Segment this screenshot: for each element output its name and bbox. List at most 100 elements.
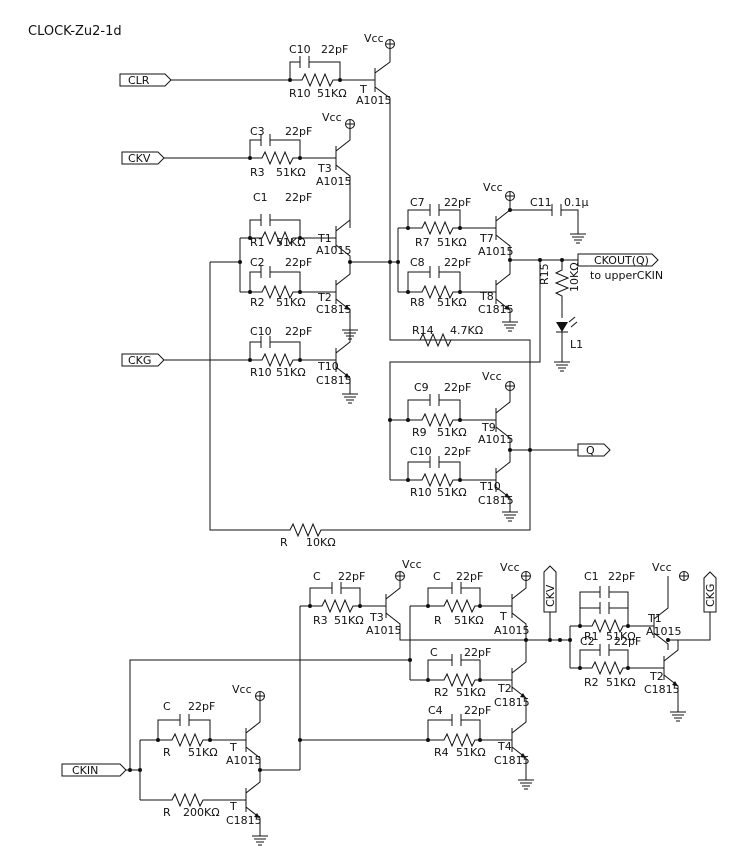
svg-text:C8: C8	[410, 256, 425, 269]
svg-text:Vcc: Vcc	[652, 561, 672, 574]
svg-text:10KΩ: 10KΩ	[306, 536, 336, 549]
svg-text:T7: T7	[479, 232, 494, 245]
transistor-t7: T7 A1015	[478, 196, 514, 260]
svg-text:22pF: 22pF	[285, 325, 312, 338]
svg-text:22pF: 22pF	[614, 635, 641, 648]
svg-text:C1: C1	[584, 570, 599, 583]
transistor-t1-lower: T1 A1015	[646, 576, 682, 650]
svg-text:22pF: 22pF	[285, 191, 312, 204]
clr-label: CLR	[128, 74, 150, 87]
svg-text:C10: C10	[250, 325, 272, 338]
lower-section: CKIN C 22pF R 51KΩ T A1015 Vcc R 200KΩ	[61, 558, 717, 846]
svg-text:R: R	[280, 536, 288, 549]
svg-text:Vcc: Vcc	[500, 561, 520, 574]
r10-a-ref: R10	[289, 87, 311, 100]
ckg-label: CKG	[128, 354, 151, 367]
r10-a-value: 51KΩ	[317, 87, 347, 100]
c10-a-ref: C10	[289, 43, 311, 56]
upper-note: to upperCKIN	[590, 269, 663, 282]
svg-text:T1: T1	[647, 612, 662, 625]
svg-text:R4: R4	[434, 746, 449, 759]
svg-text:C11: C11	[530, 196, 552, 209]
svg-text:R1: R1	[250, 236, 265, 249]
svg-text:22pF: 22pF	[444, 381, 471, 394]
svg-text:22pF: 22pF	[444, 196, 471, 209]
svg-text:22pF: 22pF	[464, 704, 491, 717]
svg-text:22pF: 22pF	[285, 256, 312, 269]
transistor-t4-lower: T4 C1815	[494, 712, 530, 780]
svg-text:T2: T2	[317, 291, 332, 304]
svg-text:C1: C1	[253, 191, 268, 204]
transistor-t8: T8 C1815	[478, 260, 514, 322]
svg-text:C1815: C1815	[316, 303, 352, 316]
svg-text:C: C	[430, 646, 438, 659]
svg-text:22pF: 22pF	[444, 256, 471, 269]
svg-text:C2: C2	[580, 635, 595, 648]
svg-text:R14: R14	[412, 324, 434, 337]
ckg-port: CKG	[121, 353, 165, 367]
svg-text:51KΩ: 51KΩ	[437, 486, 467, 499]
svg-text:T4: T4	[497, 740, 512, 753]
transistor-t-lower-pnp: T A1015	[494, 576, 530, 640]
svg-text:51KΩ: 51KΩ	[437, 426, 467, 439]
svg-text:51KΩ: 51KΩ	[276, 166, 306, 179]
c10-a-value: 22pF	[321, 43, 348, 56]
svg-text:T2: T2	[649, 670, 664, 683]
svg-text:A1015: A1015	[226, 754, 262, 767]
svg-text:C10: C10	[410, 445, 432, 458]
svg-text:A1015: A1015	[316, 175, 352, 188]
svg-text:T: T	[229, 741, 237, 754]
svg-text:R2: R2	[434, 686, 449, 699]
svg-text:C: C	[163, 700, 171, 713]
svg-text:R3: R3	[250, 166, 265, 179]
ckout-label: CKOUT(Q)	[594, 254, 649, 267]
svg-text:C: C	[433, 570, 441, 583]
svg-text:51KΩ: 51KΩ	[276, 296, 306, 309]
svg-text:51KΩ: 51KΩ	[437, 236, 467, 249]
ckout-port: CKOUT(Q)	[577, 253, 659, 267]
svg-text:10KΩ: 10KΩ	[568, 262, 581, 292]
svg-text:T10: T10	[317, 360, 339, 373]
transistor-t2-upper: T2 C1815	[316, 262, 352, 330]
led-l1: L1	[556, 316, 583, 362]
ckg-output-label: CKG	[704, 584, 717, 607]
ckv-label: CKV	[128, 152, 151, 165]
svg-text:C1815: C1815	[494, 754, 530, 767]
svg-text:T9: T9	[481, 421, 496, 434]
q-label: Q	[586, 444, 595, 457]
svg-text:C1815: C1815	[494, 696, 530, 709]
svg-text:51KΩ: 51KΩ	[606, 676, 636, 689]
svg-text:22pF: 22pF	[456, 570, 483, 583]
svg-text:R9: R9	[412, 426, 427, 439]
svg-text:C9: C9	[414, 381, 429, 394]
upper-section: CLR C10 22pF R10 51KΩ T A1015 Vcc CKV C3…	[119, 32, 663, 549]
svg-text:R: R	[434, 614, 442, 627]
ckin-port: CKIN	[61, 763, 127, 777]
ckv-output-port: CKV	[543, 565, 557, 613]
svg-text:51KΩ: 51KΩ	[456, 686, 486, 699]
svg-text:C7: C7	[410, 196, 425, 209]
transistor-t1-upper: T1 A1015	[316, 219, 352, 262]
q-port: Q	[577, 443, 611, 457]
clr-port: CLR	[119, 73, 172, 87]
svg-text:A1015: A1015	[478, 245, 514, 258]
svg-text:Vcc: Vcc	[402, 558, 422, 571]
svg-text:200KΩ: 200KΩ	[183, 806, 220, 819]
transistor-t10-lower: T10 C1815	[478, 450, 514, 512]
svg-text:A1015: A1015	[366, 624, 402, 637]
svg-text:Vcc: Vcc	[322, 111, 342, 124]
transistor-t2-lower-right: T2 C1815	[644, 640, 680, 712]
svg-text:22pF: 22pF	[338, 570, 365, 583]
svg-text:R15: R15	[538, 263, 551, 285]
diagram-title: CLOCK-Zu2-1d	[28, 24, 122, 39]
svg-text:51KΩ: 51KΩ	[454, 614, 484, 627]
svg-text:C2: C2	[250, 256, 265, 269]
svg-text:R: R	[163, 746, 171, 759]
svg-text:R10: R10	[410, 486, 432, 499]
svg-text:C4: C4	[428, 704, 443, 717]
svg-text:C1815: C1815	[316, 374, 352, 387]
svg-text:C1815: C1815	[478, 303, 514, 316]
svg-text:Vcc: Vcc	[232, 683, 252, 696]
svg-text:Vcc: Vcc	[483, 181, 503, 194]
svg-text:22pF: 22pF	[188, 700, 215, 713]
